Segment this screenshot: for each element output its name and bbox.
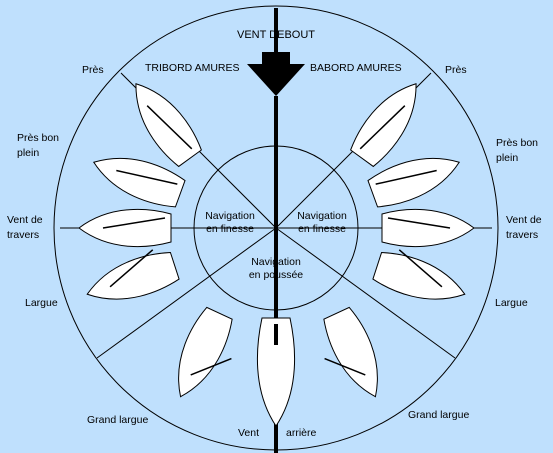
label-pres-bon-plein-right-1: Près bon [496,137,539,149]
sector-line-lower-left [96,227,277,359]
label-vent-de-travers-right-1: Vent de [506,214,542,226]
wind-title: VENT DEBOUT [236,29,316,41]
label-largue-left: Largue [25,297,58,309]
label-vent-de-travers-right-2: travers [506,229,539,241]
tack-left-label: TRIBORD AMURES [145,62,240,74]
zone-finesse-left-1: Navigation [205,210,255,222]
boat-starboard-broad-reach [86,249,180,300]
boat-port-close-reach [367,157,461,208]
label-grand-largue-right: Grand largue [408,409,470,421]
zone-finesse-right-2: en finesse [298,223,346,235]
label-grand-largue-left: Grand largue [87,414,149,426]
zone-finesse-left-2: en finesse [206,223,254,235]
label-largue-right: Largue [495,297,528,309]
boat-starboard-running [178,306,233,398]
boat-port-running [323,306,378,398]
boat-dead-run [256,317,296,427]
boat-starboard-beam-reach [78,208,172,248]
boat-port-beam-reach [381,208,475,248]
label-pres-bon-plein-left-2: plein [17,147,40,159]
tack-right-label: BABORD AMURES [310,62,402,74]
zone-finesse-right-1: Navigation [297,210,347,222]
zone-poussee-2: en poussée [248,269,304,281]
label-vent-arriere-1: Vent [238,427,260,439]
boat-port-broad-reach [372,249,466,300]
wind-arrow [247,52,305,96]
label-vent-arriere-2: arrière [286,427,317,439]
label-pres-bon-plein-left-1: Près bon [17,132,60,144]
label-pres-right: Près [445,64,467,76]
label-pres-left: Près [82,64,104,76]
boat-port-close-hauled [350,83,417,168]
sector-line-lower-right [275,227,456,359]
label-vent-de-travers-left-1: Vent de [7,214,43,226]
label-pres-bon-plein-right-2: plein [496,152,519,164]
label-vent-de-travers-left-2: travers [7,229,40,241]
boat-starboard-close-reach [92,157,186,208]
boat-starboard-close-hauled [135,83,202,168]
zone-poussee-1: Navigation [251,256,301,268]
